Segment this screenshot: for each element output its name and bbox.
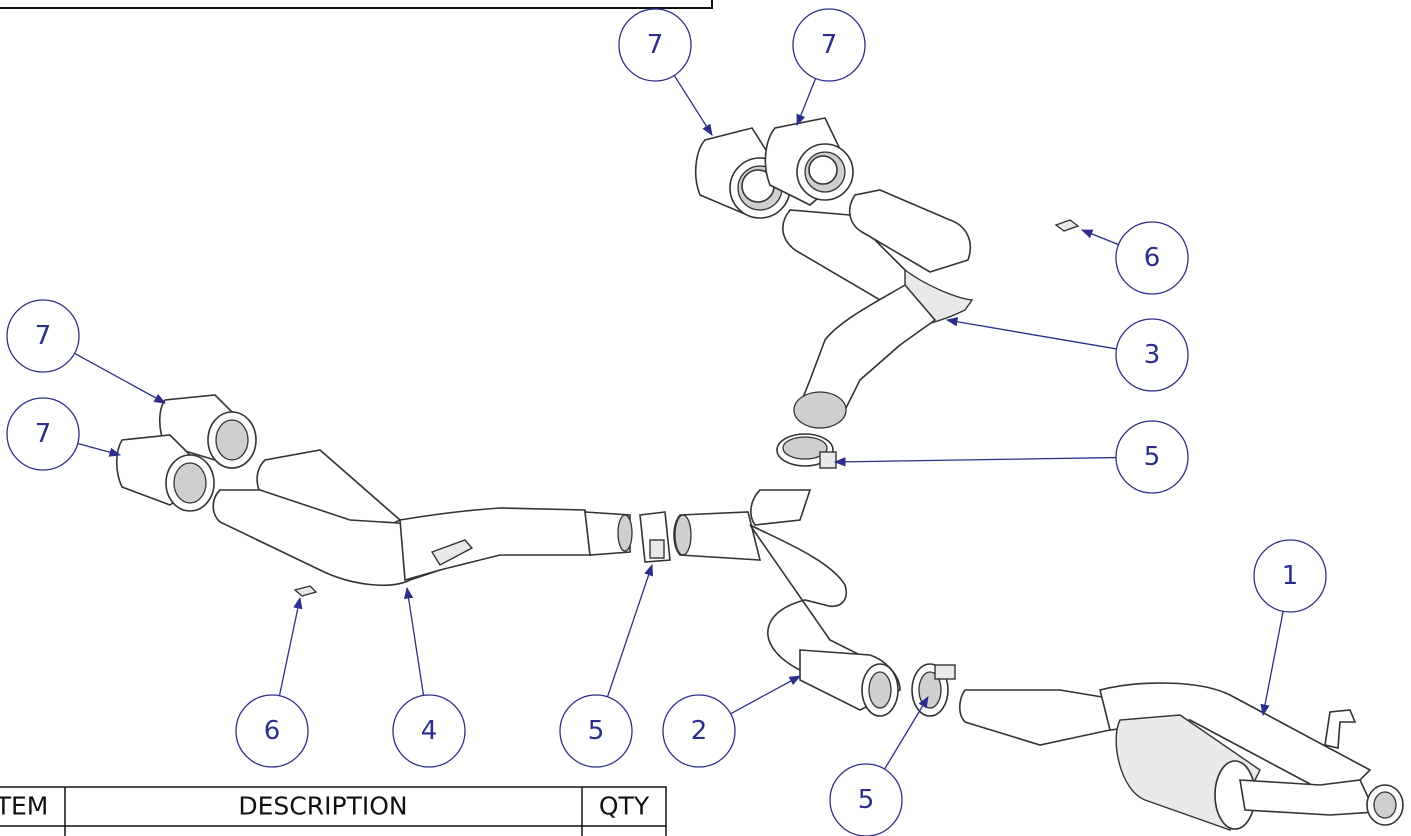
leader-line-b5c — [884, 695, 929, 770]
balloon-b6a: 6 — [1115, 221, 1189, 295]
balloon-circle — [792, 8, 866, 82]
balloon-circle — [662, 694, 736, 768]
leader-line-b7d — [77, 442, 122, 457]
leader-line-b3 — [945, 317, 1117, 350]
balloon-b7a: 7 — [618, 8, 692, 82]
balloon-b2: 2 — [662, 694, 736, 768]
balloon-circle — [6, 299, 80, 373]
balloon-b5b: 5 — [559, 694, 633, 768]
muffler-assembly — [958, 682, 1404, 831]
balloon-b1: 1 — [1253, 539, 1327, 613]
leader-line-b7c — [74, 352, 167, 404]
balloon-label: 4 — [421, 716, 438, 746]
balloon-label: 2 — [691, 716, 708, 746]
balloon-b6b: 6 — [235, 694, 309, 768]
bom-header-qty: QTY — [599, 792, 650, 821]
band-clamp-upper — [776, 433, 837, 469]
leader-line-b5a — [833, 456, 1117, 467]
balloon-circle — [6, 397, 80, 471]
balloon-b7b: 7 — [792, 8, 866, 82]
balloon-label: 5 — [858, 785, 875, 815]
leader-line-b5b — [606, 563, 654, 698]
leader-lines — [74, 75, 1284, 770]
leader-line-b4 — [403, 586, 425, 696]
balloon-label: 6 — [1144, 243, 1161, 273]
balloon-circle — [559, 694, 633, 768]
balloon-circle — [1115, 221, 1189, 295]
balloon-label: 5 — [588, 716, 605, 746]
balloon-circle — [1115, 318, 1189, 392]
title-block-frame — [0, 0, 713, 9]
bom-header-description: DESCRIPTION — [238, 792, 407, 821]
leader-line-b1 — [1260, 611, 1284, 717]
balloon-b3: 3 — [1115, 318, 1189, 392]
band-clamp-lower — [911, 663, 956, 717]
twin-pipe-upper — [782, 189, 974, 429]
balloon-b5a: 5 — [1115, 420, 1189, 494]
balloon-circle — [392, 694, 466, 768]
balloon-label: 1 — [1282, 561, 1299, 591]
balloon-circle — [1115, 420, 1189, 494]
bom-header-item: TEM — [0, 792, 48, 821]
balloon-b7c: 7 — [6, 299, 80, 373]
balloon-label: 6 — [264, 716, 281, 746]
balloon-label: 7 — [647, 30, 664, 60]
balloon-label: 7 — [35, 419, 52, 449]
leader-line-b2 — [730, 675, 802, 715]
balloon-label: 7 — [821, 30, 838, 60]
leader-line-b6a — [1080, 229, 1119, 246]
item-balloons: 7 7 6 3 5 7 7 1 6 4 5 2 5 — [6, 8, 1327, 836]
exhaust-tip-left-upper — [158, 394, 257, 469]
exhaust-tip-top-right — [764, 117, 854, 206]
clip-small-upper — [1054, 219, 1080, 232]
balloon-label: 7 — [35, 321, 52, 351]
y-pipe — [673, 489, 901, 717]
balloon-circle — [618, 8, 692, 82]
parts-layer — [115, 117, 1404, 831]
balloon-b7d: 7 — [6, 397, 80, 471]
bom-table: TEM DESCRIPTION QTY — [0, 786, 667, 836]
balloon-label: 3 — [1144, 340, 1161, 370]
clip-small-lower — [293, 585, 318, 597]
leader-line-b7b — [796, 78, 817, 127]
balloon-circle — [235, 694, 309, 768]
leader-line-b7a — [673, 75, 713, 136]
exhaust-tip-left-lower — [115, 434, 215, 512]
balloon-label: 5 — [1144, 442, 1161, 472]
balloon-b5c: 5 — [829, 763, 903, 836]
twin-pipe-left — [212, 449, 633, 586]
balloon-circle — [829, 763, 903, 836]
exhaust-tip-top-left — [694, 127, 791, 219]
balloon-b4: 4 — [392, 694, 466, 768]
balloon-circle — [1253, 539, 1327, 613]
band-clamp-center — [639, 511, 671, 563]
leader-line-b6b — [278, 596, 303, 696]
